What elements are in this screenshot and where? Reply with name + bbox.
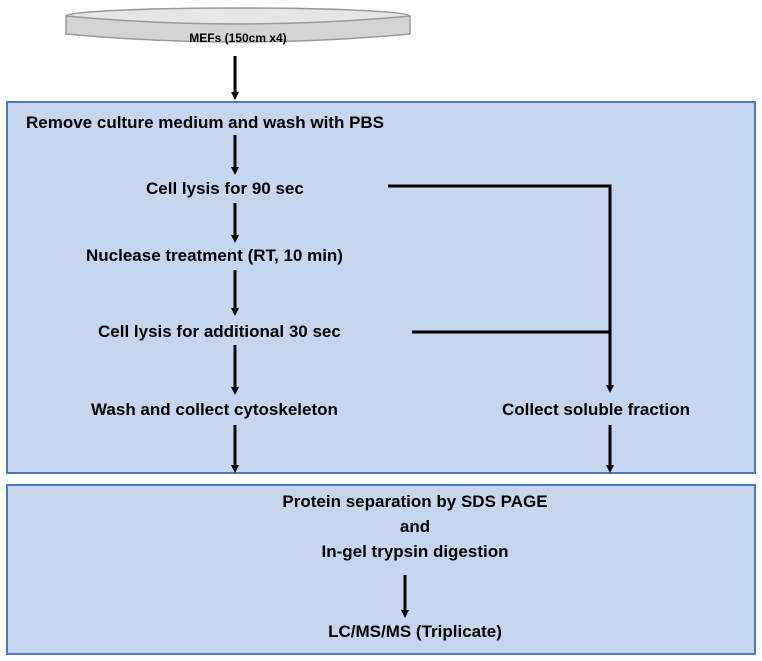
step-trypsin-digestion: In-gel trypsin digestion — [321, 542, 509, 561]
step-cell-lysis-30: Cell lysis for additional 30 sec — [98, 322, 341, 341]
culture-dish-icon — [65, 7, 411, 43]
step-collect-cytoskeleton: Wash and collect cytoskeleton — [91, 400, 338, 419]
step-cell-lysis-90: Cell lysis for 90 sec — [146, 179, 304, 198]
step-lcms: LC/MS/MS (Triplicate) — [328, 622, 502, 641]
step-collect-soluble: Collect soluble fraction — [502, 400, 690, 419]
step-and: and — [399, 517, 431, 536]
analysis-box — [6, 484, 756, 655]
fractionation-box — [6, 101, 756, 474]
dish-label: MEFs (150cm x4) — [189, 31, 287, 45]
step-remove-medium: Remove culture medium and wash with PBS — [26, 113, 385, 132]
step-nuclease-treatment: Nuclease treatment (RT, 10 min) — [86, 246, 343, 265]
step-protein-separation: Protein separation by SDS PAGE — [282, 492, 548, 511]
